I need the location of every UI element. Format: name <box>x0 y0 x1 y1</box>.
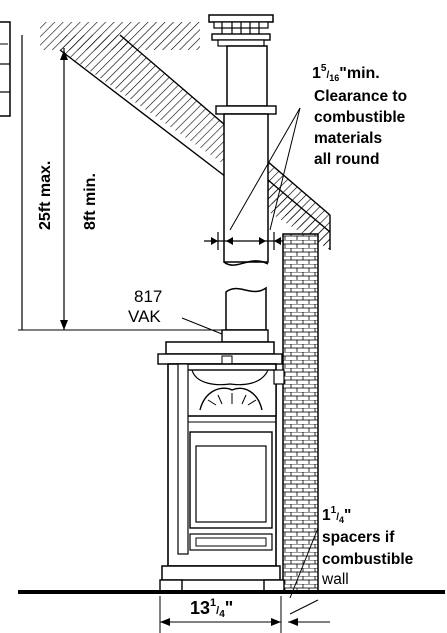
spacer-line-1: spacers if <box>322 529 395 546</box>
clearance-denominator: 16 <box>329 73 339 83</box>
spacer-whole: 1 <box>322 507 331 524</box>
spacer-denominator: 4 <box>339 515 344 525</box>
height-min-label: 8ft min. <box>82 173 99 230</box>
clearance-value-label: 15/16"min. <box>312 63 380 83</box>
roof-slope <box>59 34 331 250</box>
clearance-line-4: all round <box>314 151 379 168</box>
spacer-leader <box>289 527 319 599</box>
clearance-line-1: Clearance to <box>314 88 407 105</box>
spacer-numerator: 1 <box>331 505 337 516</box>
brick-wall <box>282 233 319 592</box>
height-dimensions <box>18 35 224 331</box>
spacer-value-label: 11/4" <box>322 505 351 525</box>
width-dimension <box>159 596 330 633</box>
clearance-numerator: 5 <box>321 63 327 74</box>
height-max-label: 25ft max. <box>37 161 54 230</box>
width-label: 131/4" <box>190 597 233 620</box>
clearance-suffix: "min. <box>339 65 379 82</box>
stove <box>157 341 285 593</box>
spacer-line-3: wall <box>321 571 349 588</box>
width-numerator: 1 <box>210 597 216 609</box>
width-suffix: " <box>225 598 234 618</box>
chimney-cap <box>208 14 274 47</box>
width-whole: 13 <box>190 598 210 618</box>
spacer-leader-2 <box>289 599 319 615</box>
spacer-suffix: " <box>344 507 351 524</box>
clearance-whole: 1 <box>312 65 321 82</box>
model-code-label: VAK <box>128 307 161 326</box>
model-number-label: 817 <box>134 287 162 306</box>
clearance-line-2: combustible <box>314 109 406 126</box>
spacer-line-2: combustible <box>322 551 414 568</box>
width-denominator: 4 <box>219 609 225 620</box>
clearance-line-3: materials <box>314 130 382 147</box>
clearance-arrows <box>204 107 301 250</box>
flue-pipe-lower <box>221 286 269 343</box>
table-fragment <box>0 21 11 117</box>
model-leader <box>181 317 223 335</box>
flue-pipe-upper <box>215 45 277 266</box>
